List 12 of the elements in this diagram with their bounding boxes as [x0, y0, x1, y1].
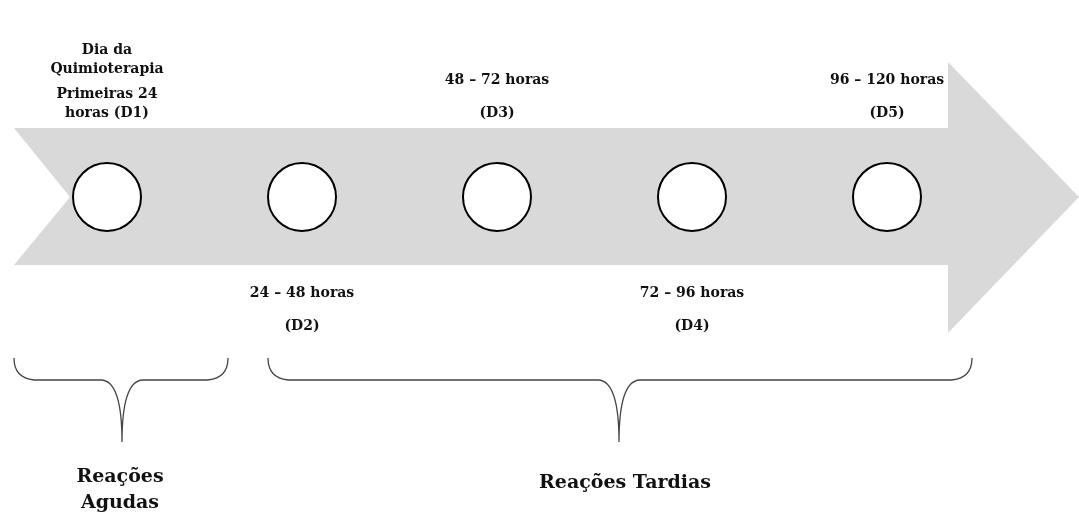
time-label: (D2) — [284, 316, 320, 335]
time-label: (D3) — [479, 103, 515, 122]
time-label: 48 – 72 horas — [444, 70, 550, 89]
time-label: 24 – 48 horas — [249, 283, 355, 302]
time-label: (D4) — [674, 316, 710, 335]
time-label: (D5) — [869, 103, 905, 122]
group-label: Reações Agudas — [75, 463, 165, 514]
time-label: Dia da Quimioterapia — [49, 40, 165, 78]
group-label: Reações Tardias — [538, 469, 712, 494]
time-label: 96 – 120 horas — [829, 70, 945, 89]
time-label: 72 – 96 horas — [639, 283, 745, 302]
time-label: Primeiras 24 horas (D1) — [55, 84, 159, 122]
